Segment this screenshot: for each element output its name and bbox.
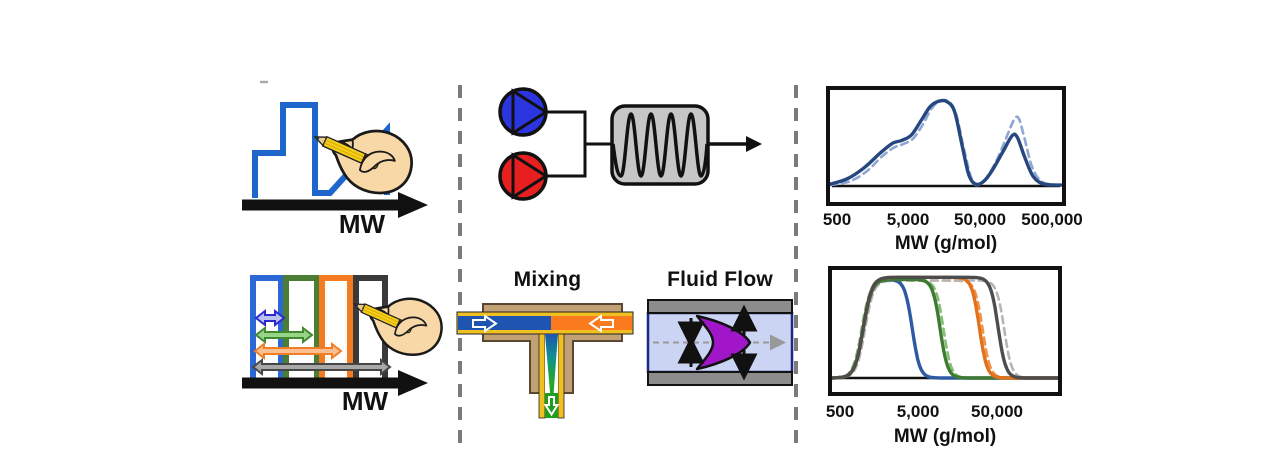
- outlet-arrow: [708, 136, 762, 152]
- curve-dashed-light-blue-distribution: [830, 98, 1062, 187]
- chart-bimodal-xaxis-label: MW (g/mol): [894, 233, 998, 254]
- tophat-blue: [250, 275, 284, 380]
- coil-mixer-icon: [610, 104, 710, 186]
- curve-solid-dark-gray-tophat: [832, 275, 1058, 380]
- velocity-profile: [695, 314, 752, 371]
- x-tick-label: 500: [825, 402, 855, 421]
- chart-bimodal-mwd: [826, 86, 1066, 206]
- tube-wall-top: [647, 299, 793, 314]
- width-arrow-green: [254, 325, 314, 345]
- blue-pump-icon: [498, 87, 549, 137]
- chart-tophat-xticks: 500 5,000 50,000: [826, 402, 1058, 424]
- width-arrow-blue: [254, 308, 286, 328]
- tophat-green: [283, 275, 320, 380]
- outlet-wall-left: [538, 333, 546, 419]
- x-tick-label: 500: [822, 210, 852, 229]
- axis-label-mw: MW: [342, 386, 389, 416]
- x-tick-label: 5,000: [896, 402, 940, 421]
- axis-label-mw: MW: [339, 209, 386, 239]
- chart-tophat-mwd: [828, 266, 1062, 396]
- tube-wall-bottom: [647, 371, 793, 386]
- x-tick-label: 50,000: [954, 210, 1006, 229]
- outlet-wall-right: [557, 333, 565, 419]
- curve-solid-green-tophat: [832, 277, 1058, 380]
- x-tick-label: 500,000: [1021, 210, 1083, 229]
- t-junction-mixer: [456, 303, 634, 419]
- flow-arrow-right: [472, 314, 498, 333]
- pump-coil-flow-diagram: [498, 87, 762, 201]
- width-arrow-gray: [251, 357, 392, 377]
- panel-divider-right: [794, 85, 798, 447]
- chart-tophat-xaxis-label: MW (g/mol): [893, 426, 997, 447]
- mw-axis-arrow: [242, 192, 428, 218]
- tophat-orange: [319, 275, 353, 380]
- fluid-flow-profile: [646, 299, 794, 386]
- fluid-flow-title: Fluid Flow: [667, 268, 773, 291]
- x-tick-label: 50,000: [971, 402, 1023, 421]
- curve-solid-navy-distribution: [830, 98, 1062, 187]
- mixing-wedge: [545, 334, 558, 415]
- flow-arrow-left: [588, 314, 614, 333]
- red-pump-icon: [498, 151, 549, 201]
- mw-axis-arrow: [242, 370, 428, 396]
- panel-divider-left: [458, 85, 462, 447]
- hand-with-pencil-icon: [310, 124, 430, 216]
- sketch-tophat-mwds: MW: [242, 275, 428, 416]
- mixing-title: Mixing: [513, 268, 582, 291]
- chart-bimodal-xticks: 500 5,000 50,000 500,000: [823, 210, 1083, 232]
- width-arrow-orange: [253, 341, 343, 361]
- blue-stream: [458, 316, 551, 330]
- flow-arrow-down: [543, 396, 560, 417]
- x-tick-label: 5,000: [886, 210, 930, 229]
- hand-with-pencil-icon: [350, 292, 458, 376]
